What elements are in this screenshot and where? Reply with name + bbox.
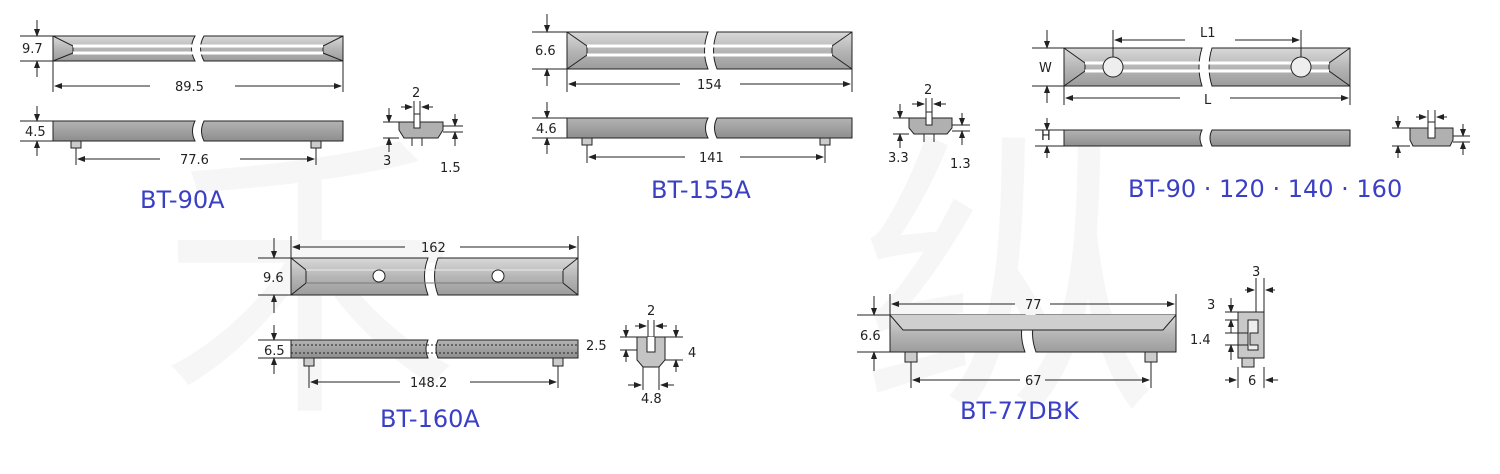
- diagram-bt77dbk: 6.6 77 67 3 3 1.4 6: [857, 265, 1278, 389]
- profile-right-dim: 4: [688, 346, 696, 361]
- top-view: [258, 236, 579, 313]
- diagram-bt160a: 9.6 162 6.5 148.2: [258, 236, 696, 407]
- top-view: [857, 294, 1177, 388]
- side-view: [1035, 118, 1351, 158]
- profile-upper-dim: 3: [1207, 298, 1215, 313]
- pin-spacing-label: 148.2: [410, 376, 447, 391]
- profile-bottom-width: 4.8: [641, 392, 662, 407]
- height-label: 6.6: [860, 329, 881, 344]
- profile-top-width: 2: [412, 86, 420, 101]
- height-label: 9.6: [263, 271, 284, 286]
- side-view: [20, 106, 344, 165]
- length-label: 89.5: [175, 80, 204, 95]
- pin-spacing-label: 77.6: [180, 153, 209, 168]
- profile-top-width: 2: [647, 304, 655, 319]
- length-label: 162: [421, 241, 446, 256]
- diagram-bt-series: L1 W L H: [1032, 26, 1470, 158]
- side-view: [532, 102, 853, 163]
- profile-right-dim: 1.5: [440, 161, 461, 176]
- profile-right-dim: 1.3: [950, 157, 971, 172]
- length-label: L: [1204, 93, 1212, 108]
- side-height-label: 4.5: [25, 125, 46, 140]
- profile-view: [1225, 278, 1278, 388]
- drawing-canvas: 9.7 89.5 4.5 77.6: [20, 14, 1470, 407]
- profile-lower-dim: 1.4: [1190, 333, 1211, 348]
- profile-view: [1392, 110, 1470, 158]
- pin-spacing-label: 141: [699, 151, 724, 166]
- side-view: [258, 325, 579, 388]
- profile-top-width: 3: [1252, 265, 1260, 280]
- profile-bottom-width: 6: [1248, 374, 1256, 389]
- profile-left-dim: 3.3: [888, 151, 909, 166]
- diagram-bt90a: 9.7 89.5 4.5 77.6: [20, 20, 463, 176]
- profile-top-width: 2: [924, 83, 932, 98]
- side-height-label: 6.5: [264, 344, 285, 359]
- height-label: H: [1041, 129, 1051, 144]
- profile-left-dim: 3: [383, 154, 391, 169]
- height-label: 6.6: [535, 44, 556, 59]
- top-view: [20, 20, 344, 92]
- title-bt77dbk: BT-77DBK: [960, 397, 1079, 425]
- height-label: 9.7: [22, 42, 43, 57]
- pin-spacing-label: 67: [1025, 374, 1042, 389]
- profile-left-dim: 2.5: [586, 339, 607, 354]
- top-view: [532, 14, 853, 92]
- length-label: 77: [1025, 298, 1042, 313]
- profile-view: [383, 101, 463, 152]
- side-height-label: 4.6: [536, 122, 557, 137]
- title-bt-series: BT-90 · 120 · 140 · 160: [1128, 175, 1403, 203]
- diagram-bt155a: 6.6 154 4.6 141: [532, 14, 971, 172]
- profile-view: [620, 320, 683, 390]
- top-view: [1032, 30, 1351, 105]
- length-label: 154: [697, 78, 722, 93]
- width-label: W: [1039, 61, 1052, 76]
- hole-spacing-label: L1: [1200, 26, 1216, 41]
- profile-view: [893, 98, 970, 148]
- title-bt90a: BT-90A: [140, 186, 225, 214]
- title-bt160a: BT-160A: [380, 405, 480, 433]
- title-bt155a: BT-155A: [651, 176, 751, 204]
